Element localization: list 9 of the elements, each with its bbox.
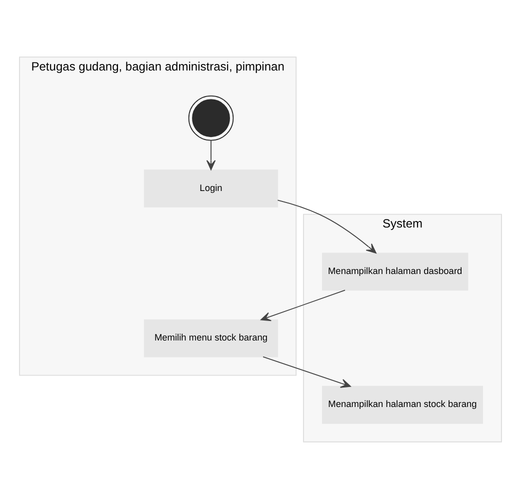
arrow: [277, 199, 376, 253]
node-box: Menampilkan halaman dasboard: [322, 252, 468, 290]
node-box: Login: [144, 168, 278, 207]
node-circle: [188, 94, 234, 140]
arrow: [206, 139, 216, 170]
arrow: [262, 356, 351, 388]
node-box: Menampilkan halaman stock barang: [322, 385, 483, 424]
arrow: [260, 289, 346, 321]
node-box: Memilih menu stock barang: [144, 318, 278, 357]
